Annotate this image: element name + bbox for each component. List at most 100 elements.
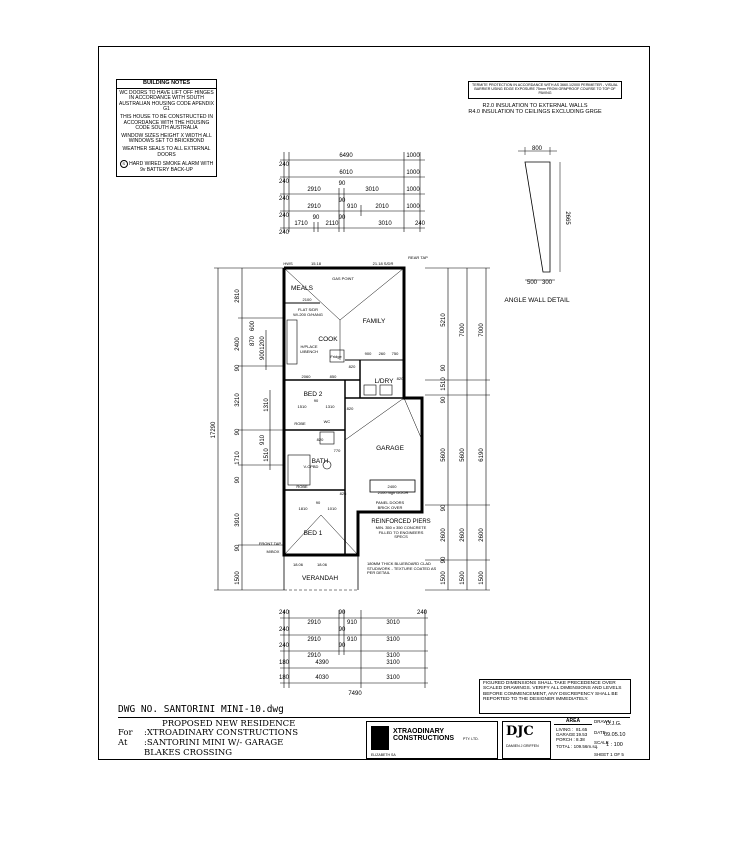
title-for-label: For: [118, 728, 133, 738]
room-verandah: VERANDAH: [302, 575, 338, 582]
label-826: 826: [340, 491, 347, 496]
room-meals: MEALS: [291, 285, 314, 292]
label-cook-dim1: 2060: [302, 374, 312, 379]
dim-left-8: 3910: [235, 513, 241, 527]
dim-right-c3-1: 7000: [479, 323, 485, 337]
dim-t5d: 2110: [326, 221, 340, 227]
dim-b3d: 3100: [386, 653, 400, 659]
label-sub-dim4: 820: [317, 437, 324, 442]
dim-t4b: 2910: [307, 204, 321, 210]
label-bed1-win2: 18.06: [317, 562, 328, 567]
title-at-value: :SANTORINI MINI W/- GARAGE: [144, 738, 284, 748]
figured-dimensions-note: FIGURED DIMENSIONS SHALL TAKE PRECEDENCE…: [479, 679, 631, 714]
dim-left-inner-3: 910: [260, 434, 266, 445]
termite-note: TERMITE PROTECTION IN ACCORDANCE WITH AS…: [468, 81, 622, 99]
dim-left-inner-2: 900: [260, 349, 266, 360]
dim-right-c3-2: 6190: [479, 448, 485, 462]
dim-t5a: 240: [279, 230, 290, 236]
dim-right-c1-6: 90: [441, 504, 447, 511]
label-bed2-dim2: 90: [314, 398, 319, 403]
date-label: DATE: [594, 730, 606, 735]
top-dimension-lines: [280, 152, 425, 232]
floor-plan-walls: [282, 266, 424, 591]
area-porch-label: PORCH :: [556, 737, 575, 742]
label-sub-dim1: 820: [349, 364, 356, 369]
top-dimension-values: 240 6490 1000 240 6010 1000 240 2910 90 …: [279, 153, 426, 236]
label-flat-sdr2: W/-200 O/HANG: [293, 312, 323, 317]
dim-b5b: 4030: [315, 675, 329, 681]
label-bed2-dim1: 1510: [298, 404, 308, 409]
dim-right-c1-2: 90: [441, 364, 447, 371]
dim-right-c2-4: 1500: [460, 571, 466, 585]
note-window-sizes: WINDOW SIZES HEIGHT X WIDTH ALL WINDOWS …: [121, 132, 212, 145]
dim-b3a: 240: [279, 643, 290, 649]
company-logo-mark-icon: [371, 726, 389, 750]
dim-b2a: 240: [279, 627, 290, 633]
label-hws: HWS: [283, 261, 293, 266]
label-bed1-win1: 18.06: [293, 562, 304, 567]
scale-value: 1 : 100: [606, 742, 623, 748]
dim-b2b: 2910: [307, 637, 321, 643]
left-dimension-values: 17290 2810 2400 90 3210 90 1710 90 3910 …: [211, 289, 270, 585]
label-vcpbd: V-CPBD: [304, 464, 319, 469]
dim-left-10: 1500: [235, 571, 241, 585]
dim-b4a: 180: [279, 660, 290, 666]
dim-t5f: 3010: [378, 221, 392, 227]
room-ldry: L/DRY: [374, 378, 394, 385]
dim-left-5: 90: [235, 428, 241, 435]
label-bluebord: 180MM THICK BLUEBOARD CLAD STUDWORK - TE…: [367, 562, 437, 576]
note-wc-doors: WC DOORS TO HAVE LIFT OFF HINGES IN ACCO…: [118, 89, 215, 113]
room-cook: COOK: [318, 336, 338, 343]
note-housing-code: THIS HOUSE TO BE CONSTRUCTED IN ACCORDAN…: [120, 113, 213, 132]
dim-left-9: 90: [235, 544, 241, 551]
dim-left-1: 2810: [235, 289, 241, 303]
dim-left-3: 90: [235, 364, 241, 371]
bottom-dimension-values: 240 2910 90 910 3010 240 240 2910 90 910…: [279, 610, 428, 697]
dim-b4c: 3100: [386, 660, 400, 666]
area-garage-val: 19.53: [576, 732, 588, 737]
dim-left-inner-7: 870: [250, 335, 256, 346]
label-bed2-dim3: 1310: [326, 404, 336, 409]
company-logo: XTRAODINARY CONSTRUCTIONS PTY. LTD. ELIZ…: [366, 721, 498, 759]
designer-logo-mark: DJC: [506, 724, 534, 739]
label-brick-over: BRICK OVER: [378, 505, 403, 510]
dim-right-c2-2: 5600: [460, 448, 466, 462]
label-hws-w: 15.18: [311, 261, 322, 266]
drawn-label: DRAWN: [594, 719, 611, 724]
designer-name: DAMIEN J GRIFFEN: [506, 744, 539, 748]
label-rear-tap: REAR TAP: [408, 255, 428, 260]
angle-dim-bottom1: 500: [527, 280, 538, 286]
dim-t3e: 1000: [406, 187, 420, 193]
smoke-alarm-icon: S: [119, 160, 128, 169]
dim-right-c1-1: 5210: [441, 313, 447, 327]
dim-t2c: 1000: [406, 170, 420, 176]
label-reinforced-detail: MIN. 350 x 350 CONCRETE FILLED TO ENGINE…: [375, 526, 427, 540]
dim-b1c: 90: [339, 610, 346, 616]
dim-b3c: 90: [339, 643, 346, 649]
dim-right-c1-5: 5600: [441, 448, 447, 462]
dim-t4d: 910: [347, 204, 358, 210]
dim-t3b: 2910: [307, 187, 321, 193]
dim-left-inner-6: 600: [250, 320, 256, 331]
label-meals-w: 2100: [303, 297, 313, 302]
label-rear-win: 21.18 S/DR: [373, 261, 394, 266]
left-dimension-lines: [214, 267, 284, 591]
label-fridge: Fridge: [330, 354, 342, 359]
right-dimension-lines: [425, 267, 490, 591]
dim-t5c: 90: [313, 215, 320, 221]
label-front-tap: FRONT TAP: [259, 541, 282, 546]
label-gas-point: GAS POINT: [332, 276, 354, 281]
area-total: TOTAL : 109.56m.sq.: [556, 744, 599, 749]
scale-label: SCALE: [594, 740, 609, 745]
angle-dim-side: 2665: [564, 211, 570, 225]
bluebord-note-box: 180MM THICK BLUEBOARD CLAD STUDWORK - TE…: [367, 562, 437, 576]
area-living-val: 81.65: [576, 727, 588, 732]
dim-b3b: 2910: [307, 653, 321, 659]
dim-b4b: 4390: [315, 660, 329, 666]
building-notes-title: BUILDING NOTES: [117, 80, 216, 89]
label-ldry-dim2: 260: [379, 351, 386, 356]
bottom-dimension-lines: [280, 610, 428, 688]
dim-t1c: 1000: [406, 153, 420, 159]
dim-b1d: 910: [347, 620, 358, 626]
label-bath-num: 770: [334, 448, 341, 453]
